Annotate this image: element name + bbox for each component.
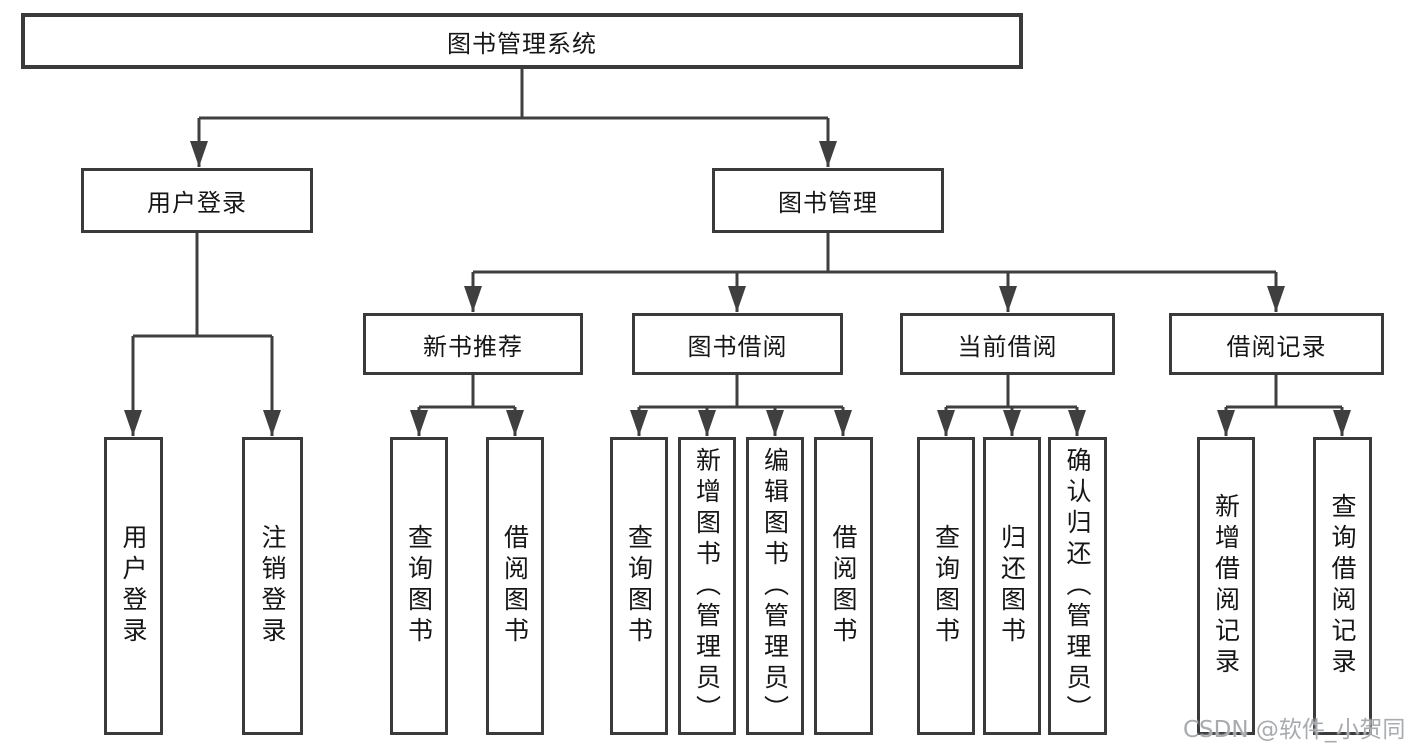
node-label: 图书管理 xyxy=(778,189,878,217)
node-label: 编辑图书（管理员） xyxy=(760,446,790,726)
node-label: 用户登录 xyxy=(119,524,148,648)
leaf-edit-books-admin: 编辑图书（管理员） xyxy=(746,437,804,735)
connector-root-to-level2 xyxy=(190,69,837,167)
leaf-add-borrow-record: 新增借阅记录 xyxy=(1197,437,1255,735)
leaf-return-books: 归还图书 xyxy=(983,437,1041,735)
node-label: 归还图书 xyxy=(997,524,1027,648)
leaf-logout: 注销登录 xyxy=(242,437,303,735)
node-label: 新增图书（管理员） xyxy=(692,446,722,726)
node-label: 查询图书 xyxy=(624,524,654,648)
leaf-confirm-return-admin: 确认归还（管理员） xyxy=(1048,437,1107,735)
csdn-watermark: CSDN @软件_小贺同学 xyxy=(1183,717,1405,743)
node-label: 当前借阅 xyxy=(957,332,1058,361)
node-label: 用户登录 xyxy=(147,189,247,217)
leaf-query-books-current: 查询图书 xyxy=(917,437,975,735)
connector-book-borrow-to-leaves xyxy=(630,375,852,436)
node-library-management-system: 图书管理系统 xyxy=(21,13,1023,69)
node-current-borrow: 当前借阅 xyxy=(900,313,1115,375)
connector-book-management-to-level3 xyxy=(464,233,1285,312)
node-new-book-recommend: 新书推荐 xyxy=(363,313,583,375)
leaf-borrow-books-recommend: 借阅图书 xyxy=(486,437,544,735)
node-label: 注销登录 xyxy=(258,524,287,648)
connector-user-login-to-leaves xyxy=(124,233,281,436)
connector-borrow-records-to-leaves xyxy=(1217,375,1351,436)
node-borrow-records: 借阅记录 xyxy=(1169,313,1384,375)
node-book-management: 图书管理 xyxy=(712,168,944,233)
node-label: 确认归还（管理员） xyxy=(1063,446,1092,726)
node-label: 查询图书 xyxy=(404,524,434,648)
leaf-borrow-books: 借阅图书 xyxy=(814,437,873,735)
node-label: 图书借阅 xyxy=(687,332,788,361)
node-book-borrow: 图书借阅 xyxy=(632,313,843,375)
leaf-add-books-admin: 新增图书（管理员） xyxy=(678,437,736,735)
leaf-user-login: 用户登录 xyxy=(104,437,163,735)
node-label: 图书管理系统 xyxy=(447,29,597,58)
node-label: 查询借阅记录 xyxy=(1328,493,1357,679)
leaf-query-books-recommend: 查询图书 xyxy=(390,437,448,735)
leaf-query-books-borrow: 查询图书 xyxy=(610,437,668,735)
node-label: 新书推荐 xyxy=(423,332,523,361)
connector-current-borrow-to-leaves xyxy=(937,375,1086,436)
connector-new-book-to-leaves xyxy=(410,375,524,436)
node-label: 借阅图书 xyxy=(500,524,530,648)
node-label: 新增借阅记录 xyxy=(1211,493,1241,679)
node-label: 借阅记录 xyxy=(1226,332,1327,361)
node-user-login: 用户登录 xyxy=(81,168,313,233)
node-label: 查询图书 xyxy=(931,524,961,648)
node-label: 借阅图书 xyxy=(829,524,858,648)
leaf-query-borrow-record: 查询借阅记录 xyxy=(1313,437,1372,735)
